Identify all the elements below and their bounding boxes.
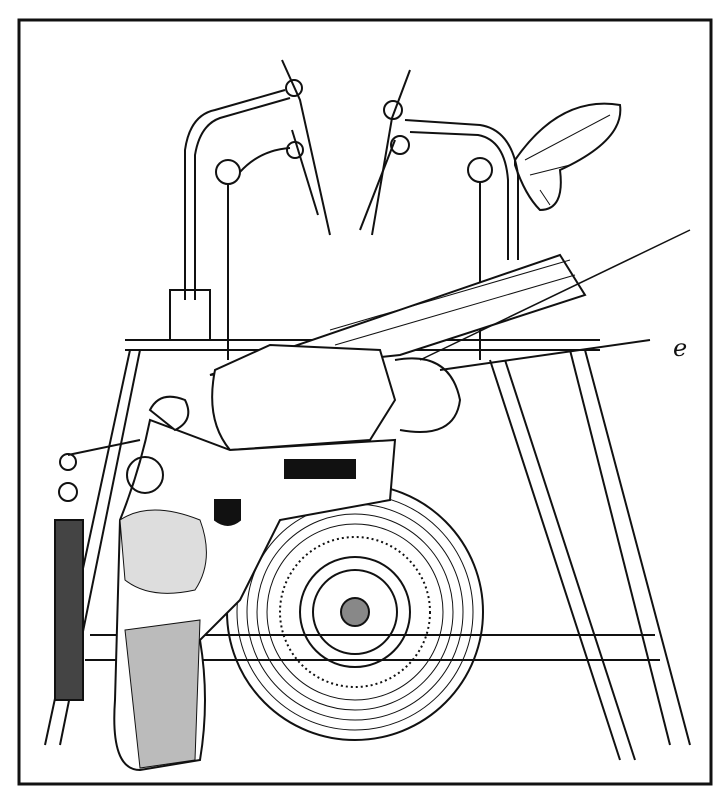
figure-label: e xyxy=(673,334,688,362)
revolver xyxy=(113,229,691,772)
spring-weight xyxy=(54,439,141,701)
insect-wing xyxy=(514,102,622,212)
left-stand xyxy=(169,59,331,360)
frame-border xyxy=(17,18,713,786)
